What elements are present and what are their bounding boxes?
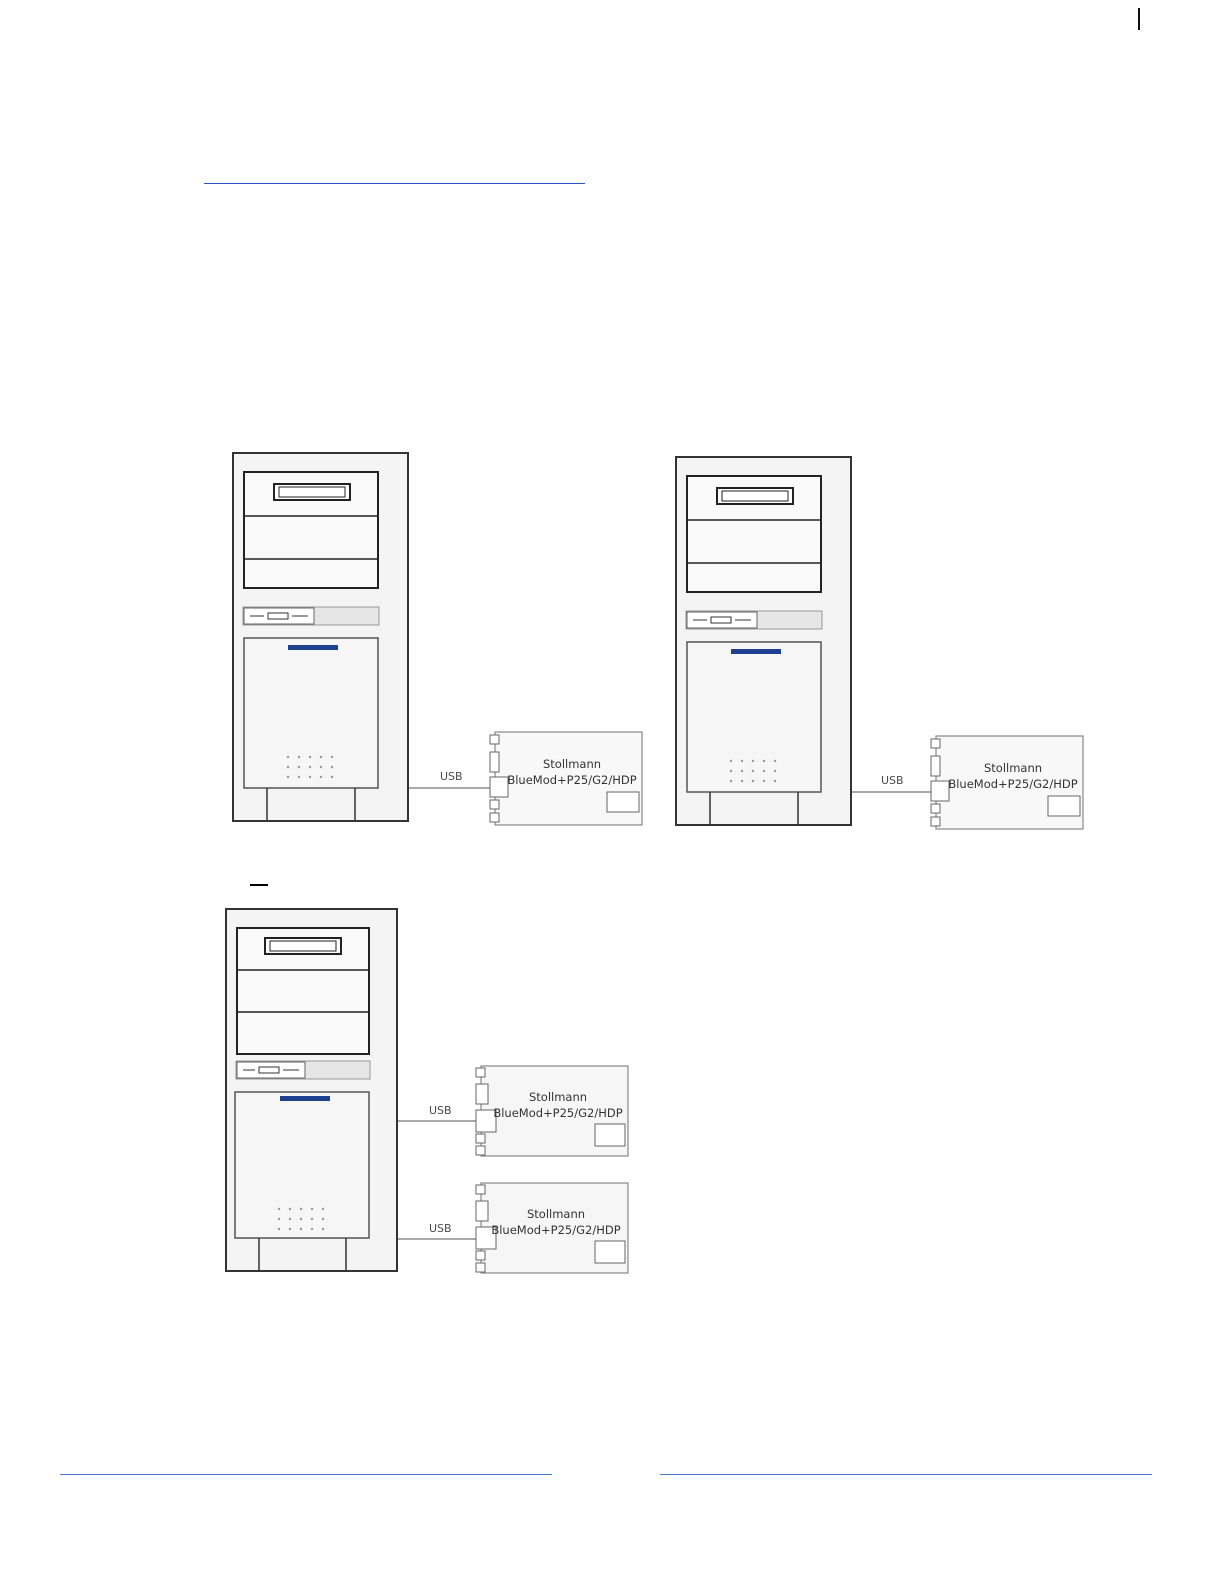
hyperlink-underline[interactable] [204, 183, 585, 184]
computer-tower-3 [225, 908, 401, 1272]
module-brand-2: Stollmann [943, 760, 1083, 776]
module-name-2: Stollmann BlueMod+P25/G2/HDP [943, 760, 1083, 792]
module-name-1: Stollmann BlueMod+P25/G2/HDP [502, 756, 642, 788]
usb-cable-3a [398, 1119, 482, 1123]
module-model-3a: BlueMod+P25/G2/HDP [488, 1105, 628, 1121]
module-brand-3b: Stollmann [486, 1206, 626, 1222]
footer-rule-left [60, 1474, 552, 1475]
footer-rule-right [660, 1474, 1152, 1475]
module-model-2: BlueMod+P25/G2/HDP [943, 776, 1083, 792]
usb-label-3a: USB [429, 1104, 452, 1117]
computer-tower-2 [675, 456, 855, 828]
computer-tower-1 [232, 452, 412, 824]
module-name-3b: Stollmann BlueMod+P25/G2/HDP [486, 1206, 626, 1238]
usb-cable-2 [852, 790, 936, 794]
module-brand-3a: Stollmann [488, 1089, 628, 1105]
usb-cable-1 [409, 786, 493, 790]
usb-cable-3b [398, 1237, 482, 1241]
usb-label-1: USB [440, 770, 463, 783]
module-name-3a: Stollmann BlueMod+P25/G2/HDP [488, 1089, 628, 1121]
module-model-1: BlueMod+P25/G2/HDP [502, 772, 642, 788]
short-dash-mark [250, 884, 268, 886]
module-model-3b: BlueMod+P25/G2/HDP [486, 1222, 626, 1238]
usb-label-2: USB [881, 774, 904, 787]
usb-label-3b: USB [429, 1222, 452, 1235]
page-corner-mark [1138, 8, 1140, 30]
module-brand-1: Stollmann [502, 756, 642, 772]
